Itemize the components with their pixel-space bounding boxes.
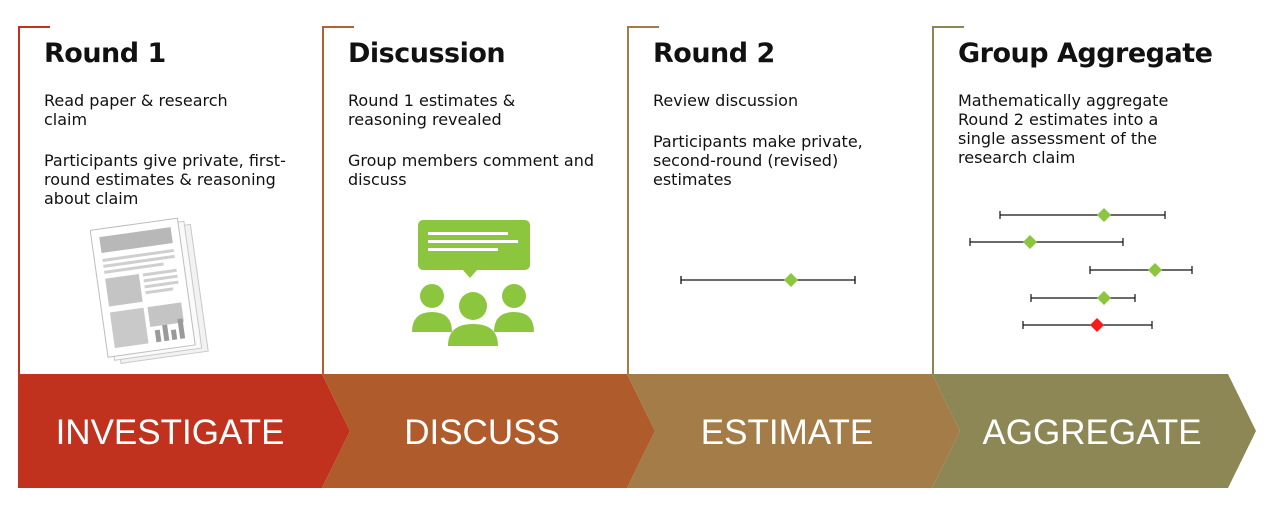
banner-label: INVESTIGATE [56, 413, 285, 452]
stage-discussion: Discussion Round 1 estimates & reasoning… [322, 26, 622, 374]
stage-bracket [322, 26, 354, 374]
stage-text: Round 1 estimates & reasoning revealed [348, 91, 516, 129]
stage-text: Group members comment and discuss [348, 151, 595, 189]
stage-text: Participants give private, first-round e… [44, 151, 286, 208]
aggregate-intervals-icon [969, 208, 1193, 332]
banner-label: DISCUSS [404, 413, 560, 452]
stage-bracket [18, 26, 50, 374]
stage-bracket [627, 26, 659, 374]
group-discussion-icon [412, 220, 534, 346]
newspaper-icon [90, 217, 209, 364]
stage-title: Round 1 [44, 38, 166, 69]
banner-discuss: DISCUSS [322, 374, 655, 488]
stage-title: Round 2 [653, 38, 775, 69]
stage-group-aggregate: Group Aggregate Mathematically aggregate… [932, 26, 1262, 374]
stage-text: Participants make private, second-round … [653, 132, 863, 189]
estimate-interval-icon [680, 273, 856, 287]
stage-round-1: Round 1 Read paper & research claim Part… [18, 26, 318, 374]
stage-text: Read paper & research claim [44, 91, 228, 129]
banner-estimate: ESTIMATE [627, 374, 960, 488]
banner-label: AGGREGATE [982, 413, 1201, 452]
stage-text: Review discussion [653, 91, 799, 110]
banner-aggregate: AGGREGATE [932, 374, 1256, 488]
stage-bracket [932, 26, 964, 374]
banner-label: ESTIMATE [701, 413, 873, 452]
stage-text: Mathematically aggregate Round 2 estimat… [958, 91, 1169, 167]
stage-title: Discussion [348, 38, 506, 69]
banner-investigate: INVESTIGATE [18, 374, 350, 488]
stage-round-2: Round 2 Review discussion Participants m… [627, 26, 927, 374]
stage-title: Group Aggregate [958, 38, 1213, 69]
